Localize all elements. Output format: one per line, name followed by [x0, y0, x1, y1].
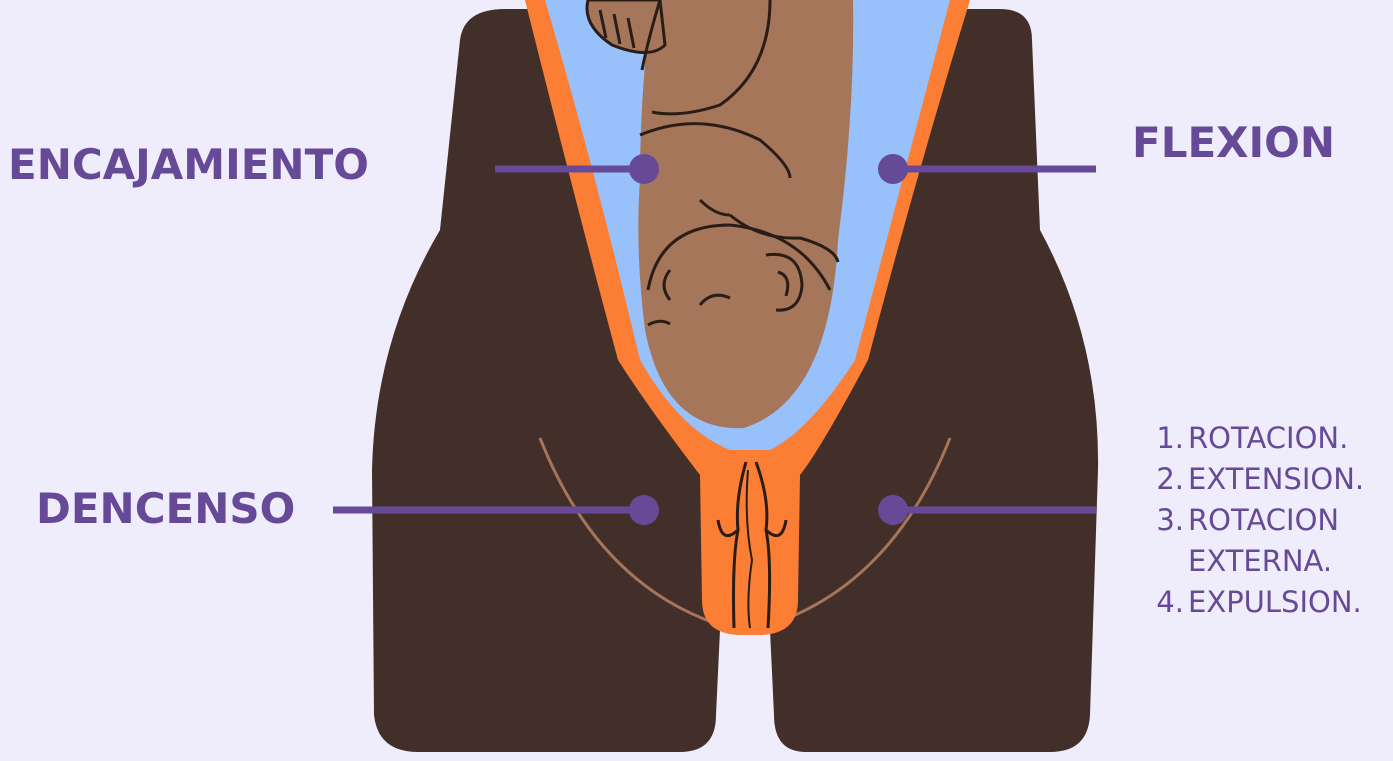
steps-dot [878, 495, 908, 525]
steps-list: 1.ROTACION. 2.EXTENSION. 3.ROTACION EXTE… [1148, 418, 1364, 623]
step-number: 3. [1148, 500, 1184, 582]
flexion-dot [878, 154, 908, 184]
step-item: 3.ROTACION EXTERNA. [1148, 500, 1364, 582]
step-number: 4. [1148, 582, 1184, 623]
step-text: ROTACION. [1188, 418, 1348, 459]
descenso-label: DENCENSO [36, 484, 295, 533]
step-item: 1.ROTACION. [1148, 418, 1364, 459]
step-text: ROTACION EXTERNA. [1188, 500, 1339, 582]
step-item: 2.EXTENSION. [1148, 459, 1364, 500]
step-number: 1. [1148, 418, 1184, 459]
step-item: 4.EXPULSION. [1148, 582, 1364, 623]
step-number: 2. [1148, 459, 1184, 500]
encajamiento-label: ENCAJAMIENTO [8, 140, 369, 189]
step-text: EXPULSION. [1188, 582, 1362, 623]
descenso-dot [629, 495, 659, 525]
flexion-label: FLEXION [1132, 118, 1335, 167]
encajamiento-dot [629, 154, 659, 184]
step-text: EXTENSION. [1188, 459, 1364, 500]
